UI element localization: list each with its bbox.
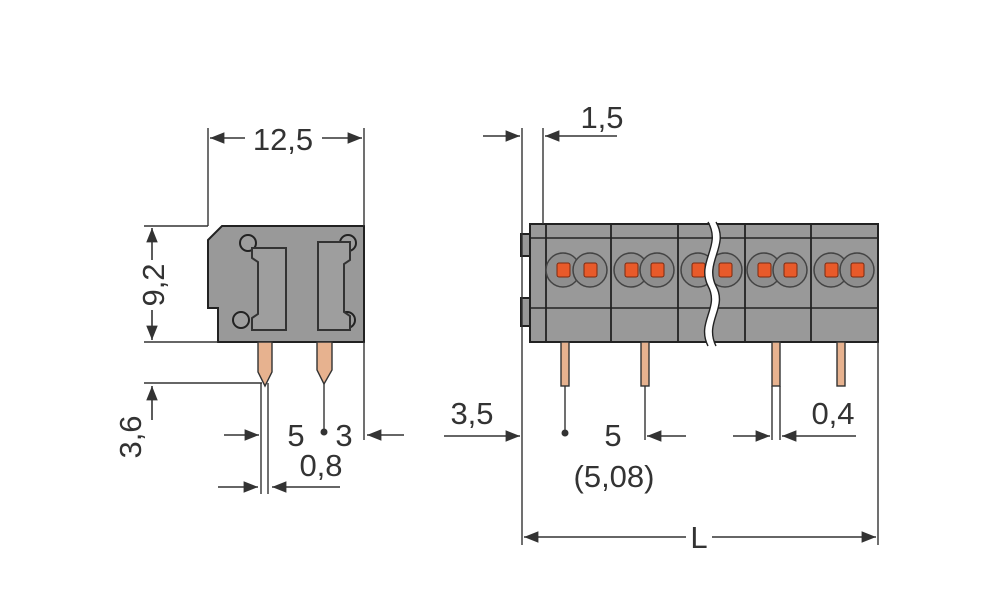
front-view: 1,5 3,5 5 (5,08) 0,4 L bbox=[444, 100, 879, 555]
front-edge-label: 1,5 bbox=[580, 100, 623, 135]
side-pin bbox=[257, 341, 273, 388]
front-pitch-label: 5 bbox=[604, 418, 621, 453]
release-button bbox=[624, 262, 639, 278]
side-height-label: 9,2 bbox=[136, 263, 171, 306]
front-start-offset-label: 3,5 bbox=[450, 396, 493, 431]
release-button bbox=[556, 262, 571, 278]
release-button bbox=[783, 262, 798, 278]
side-view: 12,5 9,2 3,6 5 3 0,8 bbox=[113, 122, 404, 494]
release-button bbox=[650, 262, 665, 278]
side-hole bbox=[232, 311, 250, 329]
side-width-label: 12,5 bbox=[253, 122, 313, 157]
front-pin bbox=[640, 341, 650, 387]
release-button bbox=[824, 262, 839, 278]
release-button bbox=[583, 262, 598, 278]
side-slot bbox=[251, 247, 287, 331]
release-button bbox=[757, 262, 772, 278]
front-length-label: L bbox=[690, 520, 707, 555]
side-pin-pitch-label: 5 bbox=[287, 418, 304, 453]
front-pitch-alt-label: (5,08) bbox=[574, 459, 655, 494]
front-pin-width-label: 0,4 bbox=[811, 396, 854, 431]
side-pin bbox=[316, 341, 333, 386]
side-slot bbox=[317, 241, 351, 331]
release-button bbox=[691, 262, 706, 278]
front-pin bbox=[771, 341, 781, 387]
break-line bbox=[705, 220, 720, 348]
side-pin-offset-label: 3 bbox=[335, 418, 352, 453]
button-row bbox=[545, 252, 875, 288]
side-pin-length-label: 3,6 bbox=[113, 415, 148, 458]
side-pin-thickness-label: 0,8 bbox=[299, 448, 342, 483]
front-pin bbox=[560, 341, 570, 387]
release-button bbox=[718, 262, 733, 278]
release-button bbox=[850, 262, 865, 278]
front-pin bbox=[836, 341, 846, 387]
